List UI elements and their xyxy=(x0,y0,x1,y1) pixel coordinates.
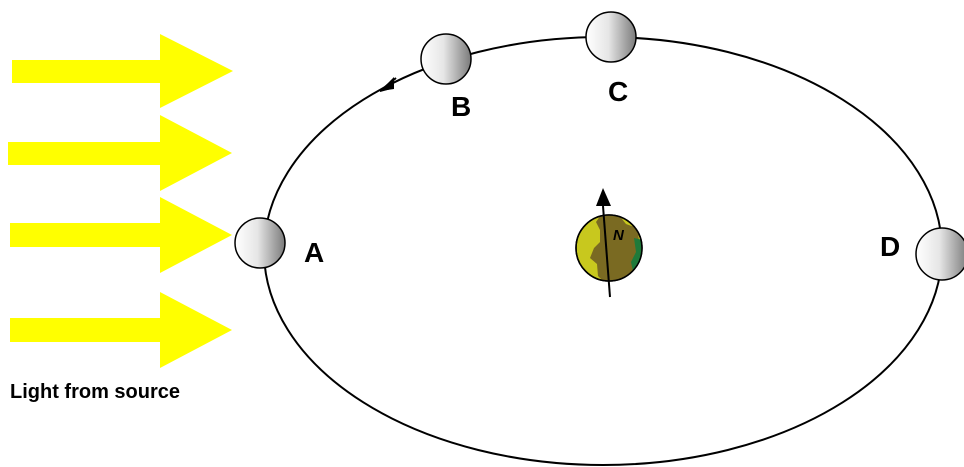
light-arrow-3 xyxy=(10,197,232,273)
moon-d xyxy=(915,227,964,281)
moon-c xyxy=(585,11,637,63)
light-arrow-1 xyxy=(12,34,233,108)
moon-label-b: B xyxy=(451,91,471,122)
moon-label-c: C xyxy=(608,76,628,107)
moon-label-a: A xyxy=(304,237,324,268)
light-arrow-2 xyxy=(8,115,232,191)
earth: N xyxy=(575,188,643,298)
light-arrows xyxy=(8,34,233,368)
moon-a xyxy=(234,217,286,269)
moon-b xyxy=(420,33,472,85)
earth-axis xyxy=(602,205,611,298)
north-label: N xyxy=(613,227,625,244)
orbit-arrowhead xyxy=(380,77,394,91)
light-arrow-4 xyxy=(10,292,232,368)
light-caption: Light from source xyxy=(10,381,180,403)
moon-label-d: D xyxy=(880,231,900,262)
north-arrowhead xyxy=(596,188,611,206)
earth-landmass xyxy=(590,215,640,281)
